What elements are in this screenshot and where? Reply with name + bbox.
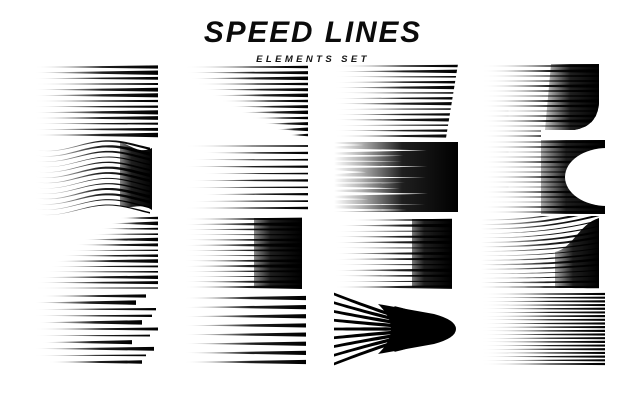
speed-line-even-taper-lines[interactable]: [184, 292, 332, 366]
speed-line-graphic: [481, 140, 626, 214]
speed-line-graphic: [184, 65, 308, 137]
page-subtitle: ELEMENTS SET: [256, 54, 370, 65]
speed-line-dense-uniform-lines[interactable]: [481, 292, 626, 366]
speed-line-graphic: [184, 217, 302, 289]
speed-line-graphic: [334, 292, 456, 366]
speed-line-wavy-flag-lines[interactable]: [34, 140, 182, 216]
speed-line-inverted-solid-block[interactable]: [334, 140, 482, 214]
speed-line-swept-curve-lines[interactable]: [481, 216, 626, 290]
page-title: SPEED LINES: [203, 16, 423, 49]
speed-line-offset-lines-block[interactable]: [334, 216, 482, 290]
speed-line-graphic: [334, 142, 458, 212]
speed-line-sparse-thin-lines[interactable]: [184, 140, 332, 214]
speed-line-graphic: [334, 64, 458, 138]
speed-line-graphic: [481, 64, 599, 138]
speed-line-staggered-length-lines[interactable]: [34, 292, 182, 366]
speed-line-graphic: [481, 292, 605, 366]
speed-line-descending-wedge[interactable]: [184, 64, 332, 138]
speed-line-graphic: [334, 218, 452, 289]
speed-line-lines-into-solid-block[interactable]: [184, 216, 332, 290]
speed-line-graphic: [34, 65, 158, 138]
speed-line-graphic: [34, 140, 152, 216]
speed-line-graphic: [184, 145, 308, 210]
speed-lines-grid: [0, 64, 626, 374]
speed-line-curved-corner-block[interactable]: [481, 64, 626, 138]
speed-line-slanted-right-block[interactable]: [334, 64, 482, 138]
speed-line-ascending-wedge[interactable]: [34, 216, 182, 290]
speed-line-graphic: [184, 295, 306, 365]
speed-line-circle-cutout-lines[interactable]: [481, 140, 626, 214]
speed-line-converging-arrow[interactable]: [334, 292, 482, 366]
speed-line-horizontal-fade-block[interactable]: [34, 64, 182, 138]
speed-line-graphic: [481, 216, 599, 289]
speed-line-graphic: [34, 294, 158, 364]
title-block: SPEED LINES ELEMENTS SET: [0, 16, 626, 66]
speed-line-graphic: [34, 216, 159, 289]
